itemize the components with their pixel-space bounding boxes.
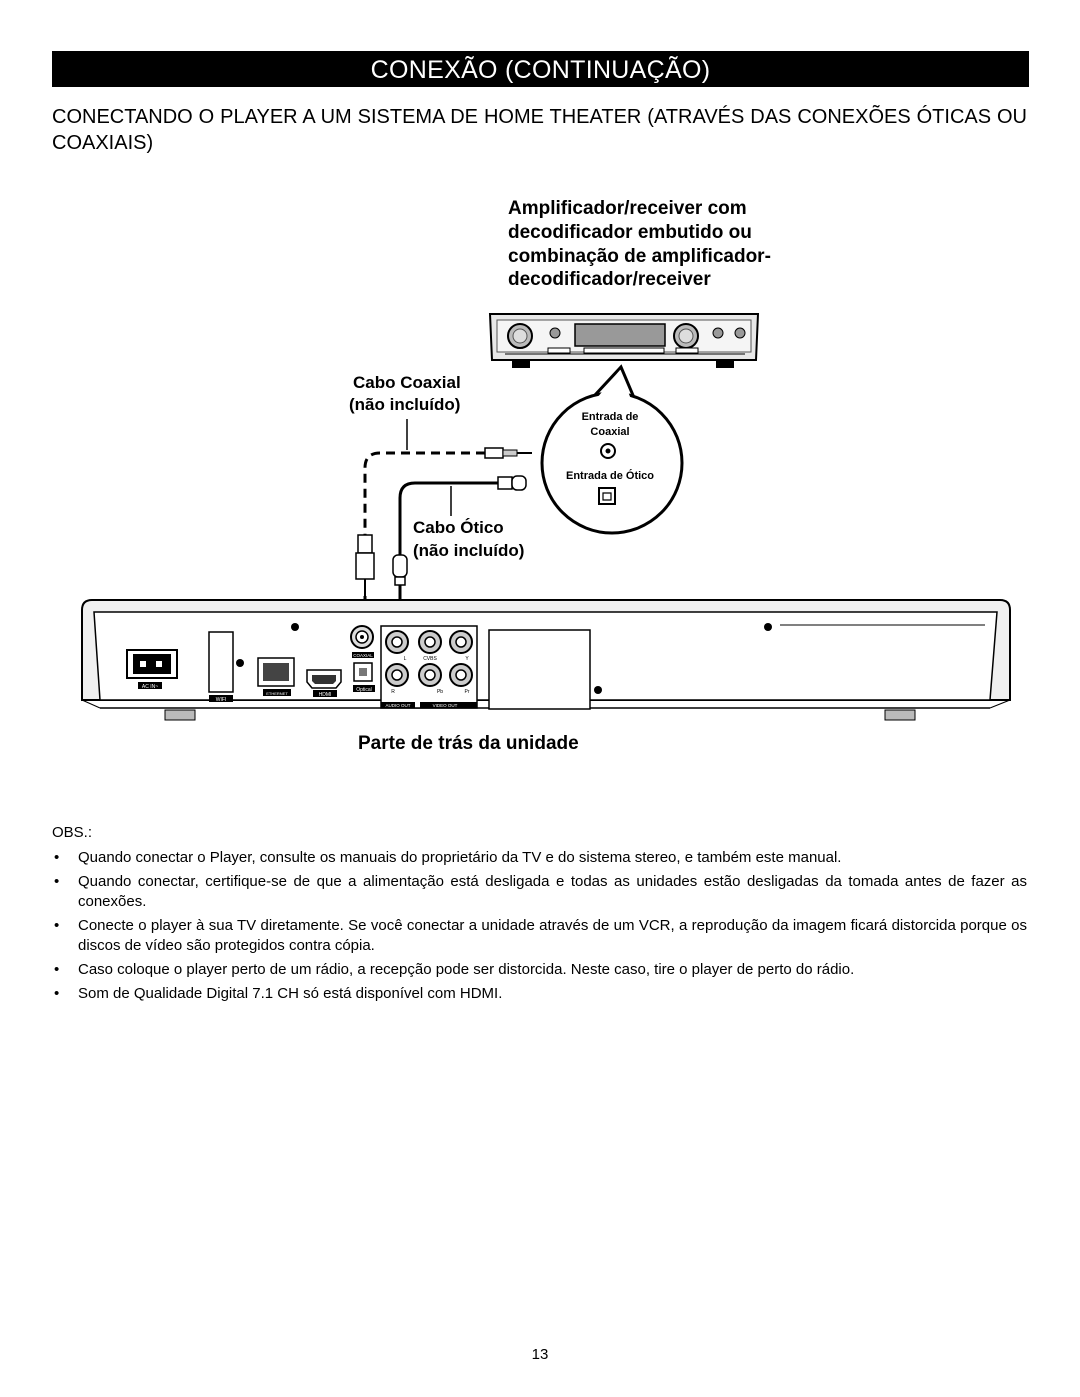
amp-label-line: combinação de amplificador- (508, 246, 771, 267)
coax-input-label: Entrada de (582, 411, 639, 423)
unit-rear-panel: AC IN~ WIFI ETHERNET HDMI COAXIAL Optica… (81, 599, 1011, 721)
amp-label-line: Amplificador/receiver com (508, 198, 747, 219)
section-subtitle: CONECTANDO O PLAYER A UM SISTEMA DE HOME… (52, 106, 1027, 154)
video-out-label: VIDEO OUT (433, 703, 458, 708)
pr-label: Pr (465, 689, 470, 695)
audio-out-label: AUDIO OUT (385, 703, 410, 708)
unit-caption: Parte de trás da unidade (358, 733, 579, 754)
coaxial-label: COAXIAL (353, 653, 373, 658)
coax-input-label: Coaxial (590, 426, 629, 438)
page-number: 13 (531, 1346, 549, 1363)
optical-label: Optical (356, 687, 372, 693)
input-callout: Entrada de Coaxial Entrada de Ótico (540, 364, 684, 535)
wifi-label: WIFI (216, 697, 227, 703)
optical-cable-label: Cabo Ótico (413, 518, 504, 537)
amp-label-line: decodificador/receiver (508, 269, 711, 290)
optical-cable-label: (não incluído) (413, 541, 524, 560)
list-item: Quando conectar, certifique-se de que a … (52, 872, 1027, 912)
optical-input-jack-icon (598, 487, 616, 505)
hdmi-label: HDMI (319, 692, 332, 698)
coax-cable-label: Cabo Coaxial (353, 373, 461, 392)
r-label: R (391, 689, 395, 695)
cvbs-label: CVBS (423, 656, 437, 662)
list-item: Som de Qualidade Digital 7.1 CH só está … (52, 984, 1027, 1004)
ethernet-label: ETHERNET (266, 691, 288, 696)
ac-in-label: AC IN~ (142, 684, 158, 690)
l-label: L (404, 656, 407, 662)
list-item: Conecte o player à sua TV diretamente. S… (52, 916, 1027, 956)
optical-input-label: Entrada de Ótico (566, 469, 654, 482)
list-item: Caso coloque o player perto de um rádio,… (52, 960, 1027, 980)
amplifier-receiver (488, 313, 760, 368)
pb-label: Pb (437, 689, 443, 695)
notes-list: Quando conectar o Player, consulte os ma… (52, 848, 1027, 1008)
y-label: Y (465, 656, 469, 662)
amp-label-line: decodificador embutido ou (508, 222, 752, 243)
list-item: Quando conectar o Player, consulte os ma… (52, 848, 1027, 868)
notes-title: OBS.: (52, 824, 93, 841)
page-title: CONEXÃO (CONTINUAÇÃO) (52, 51, 1029, 87)
connection-diagram: Amplificador/receiver com decodificador … (81, 198, 1011, 754)
coax-cable-label: (não incluído) (349, 395, 460, 414)
